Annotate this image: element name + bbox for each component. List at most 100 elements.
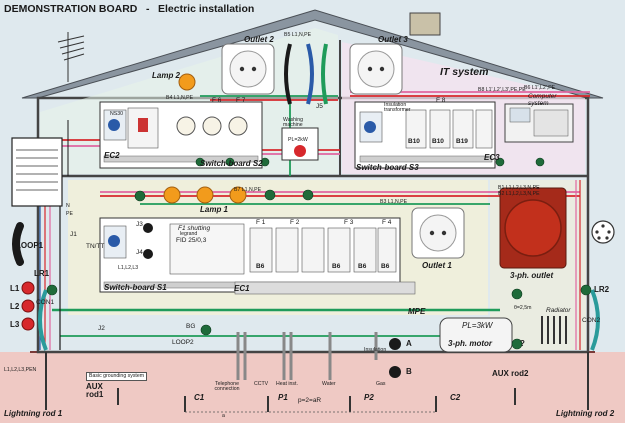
page-subtitle: Electric installation (158, 3, 255, 15)
it-system-label: IT system (440, 66, 489, 78)
lightning-rod2-label: Lightning rod 2 (556, 409, 615, 418)
terminal-a[interactable] (389, 338, 401, 350)
lightning-rod1-label: Lightning rod 1 (4, 409, 63, 418)
con2-label: CON2 (582, 317, 601, 324)
gas-label: Gas (376, 381, 386, 387)
switchboard-s2-label: Switch-board S2 (200, 159, 263, 168)
terminal-b[interactable] (389, 366, 401, 378)
p2-label: P2 (364, 393, 374, 402)
pe-label: PE (66, 211, 73, 217)
p-ar-label: p=2=aR (298, 397, 322, 404)
j5-label: J5 (316, 103, 323, 110)
con1-cable[interactable] (38, 289, 48, 351)
aux-rod1-label: AUX rod1 (86, 382, 104, 399)
three-phase-motor-label: 3-ph. motor (448, 339, 492, 348)
page-subtitle-dash: - (146, 3, 150, 15)
indicator-l3 (21, 317, 35, 331)
indicator-l1 (21, 281, 35, 295)
bus-b2-label: B2 L1,L2,L3,N,PE (498, 191, 540, 197)
a-label: A (406, 339, 412, 348)
b6d-label: B6 (381, 263, 390, 270)
loop1-label: LOOP1 (16, 241, 44, 250)
lamp-1c[interactable] (229, 186, 247, 204)
ec3-label: EC3 (484, 153, 500, 162)
f7-label: F 7 (236, 97, 246, 104)
outlet-2-label: Outlet 2 (244, 35, 274, 44)
l3-label: L3 (10, 320, 20, 329)
ground-area (0, 352, 625, 423)
c2-label: C2 (450, 393, 461, 402)
theta-label: θ=2,5m (514, 305, 532, 311)
bus-b8-label: B8 L1',L2',L3',PE,PE (478, 87, 526, 93)
insulation-transformer-label: Insulation transformer (384, 102, 411, 114)
switchboard-s3-label: Switch-board S3 (356, 163, 419, 172)
c1-label: C1 (194, 393, 205, 402)
f2-label: F 2 (290, 219, 300, 226)
p1-label: P1 (278, 393, 288, 402)
heat-inst-label: Heat inst. (276, 381, 298, 387)
washing-machine-label: Washing machine (283, 117, 303, 129)
l2-label: L2 (10, 302, 20, 311)
lr2-label: LR2 (594, 285, 610, 294)
con1-label: CON1 (36, 299, 55, 306)
bus-b1-label: B1 L1,L2,L3,N,PE (498, 185, 540, 191)
j1-label: J1 (70, 231, 77, 238)
j4-label: J4 (136, 249, 143, 256)
page-title: DEMONSTRATION BOARD (4, 3, 138, 15)
b6a-label: B6 (256, 263, 265, 270)
water-label: Water (322, 381, 336, 387)
antenna-icon (57, 32, 85, 82)
l123-label: L1,L2,L3 (118, 265, 139, 271)
ground-a-1: a (222, 413, 225, 419)
lamp-1b[interactable] (196, 186, 214, 204)
bg-label: BG (186, 323, 196, 330)
five-pin-socket-icon (591, 220, 615, 244)
j3-label: J3 (136, 221, 143, 228)
b6c-label: B6 (358, 263, 367, 270)
three-phase-outlet[interactable] (499, 187, 567, 269)
loop2-label: LOOP2 (172, 339, 194, 346)
radiator-label: Radiator (546, 307, 571, 314)
cable-green (321, 43, 328, 105)
n-label: N (66, 203, 70, 209)
con2-cable[interactable] (590, 289, 600, 351)
cable-blue (306, 43, 314, 105)
three-phase-outlet-label: 3-ph. outlet (510, 271, 554, 280)
l1-label: L1 (10, 284, 20, 293)
bus-b5-label: B5 L1,N,PE (284, 32, 312, 38)
lr1-label: LR1 (34, 269, 50, 278)
cctv-label: CCTV (254, 381, 269, 387)
chimney (409, 12, 441, 36)
loop1-handset[interactable] (12, 222, 24, 266)
ns30-label: NS30 (110, 111, 123, 117)
insulation-label: Insulation (364, 347, 387, 353)
f1-shutting-label: F1 shutting (178, 225, 211, 232)
b10b-label: B10 (432, 138, 444, 145)
f6-label: F 6 (212, 97, 222, 104)
f4-label: F 4 (382, 219, 392, 226)
jumper-j4[interactable] (143, 249, 153, 259)
b-label: B (406, 367, 412, 376)
computer-system-label: Computer system (528, 93, 557, 107)
jumper-j3[interactable] (143, 223, 153, 233)
legrand-label: legrand (180, 231, 198, 237)
ec2-label: EC2 (104, 151, 120, 160)
junction-box (11, 137, 63, 207)
switchboard-s1-label: Switch-board S1 (104, 283, 167, 292)
outlet-3-label: Outlet 3 (378, 35, 408, 44)
lamp-2[interactable] (178, 73, 196, 91)
f1-label: F 1 (256, 219, 266, 226)
f3-label: F 3 (344, 219, 354, 226)
lamp-1-label: Lamp 1 (200, 205, 229, 214)
lamp-1a[interactable] (163, 186, 181, 204)
fid-label: FID 25/0,3 (176, 237, 207, 244)
terminal-posts (46, 157, 592, 350)
bus-b4-label: B4 L1,N,PE (166, 95, 194, 101)
ground-rods (45, 352, 589, 412)
bus-b6-label: B6 L1',L2',PE (524, 85, 556, 91)
question-mark: ? (520, 339, 525, 348)
mpe-label: MPE (408, 307, 426, 316)
l123npe-label: L1,L2,L3,PEN (4, 367, 37, 373)
ec1-label: EC1 (234, 284, 250, 293)
cable-black (284, 43, 292, 105)
